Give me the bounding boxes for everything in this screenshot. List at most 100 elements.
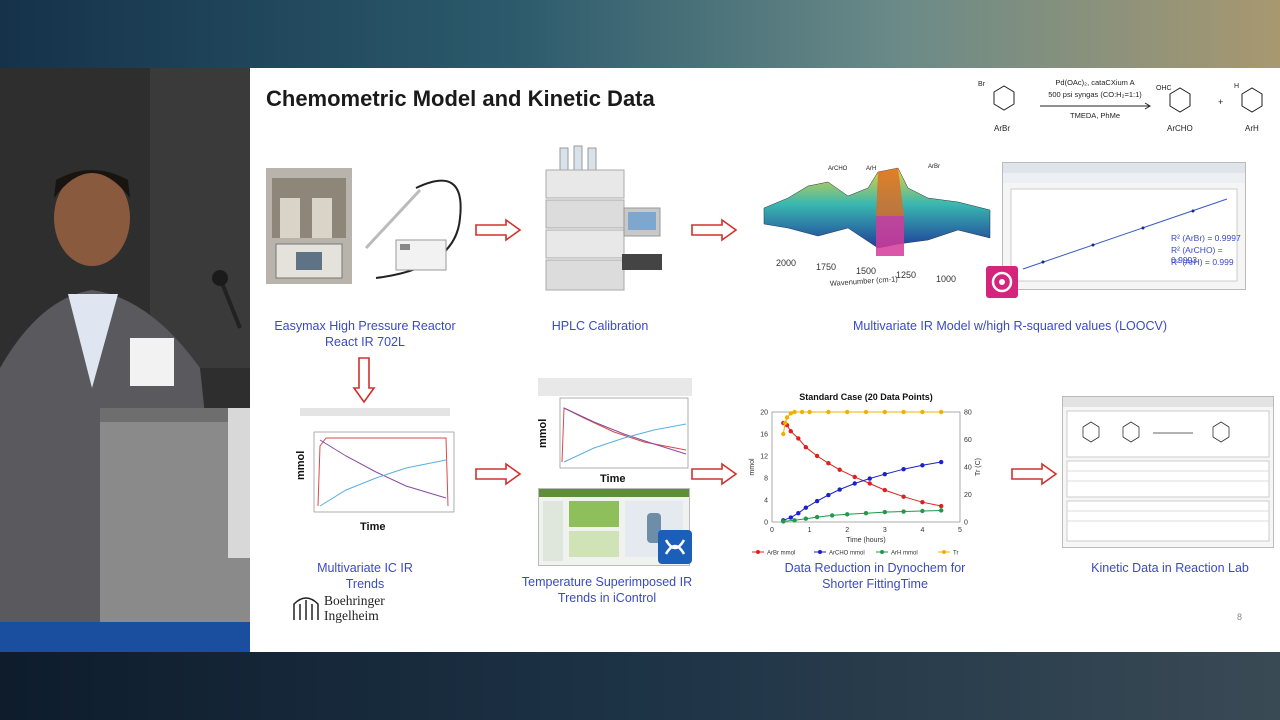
legend-marker (756, 550, 760, 554)
data-point (796, 511, 801, 516)
data-point (826, 492, 831, 498)
ir-tick-2: 1750 (816, 262, 836, 272)
y2-axis-label: Tr (C) (975, 458, 982, 476)
data-point (781, 519, 786, 524)
r2-archo: R² (ArCHO) = 0.9993 (1171, 245, 1223, 265)
data-point (845, 512, 850, 517)
data-point (845, 409, 850, 415)
reactor-photo (266, 168, 352, 284)
caption-reactor: Easymax High Pressure Reactor React IR 7… (274, 319, 456, 349)
data-point (882, 409, 887, 415)
ir-tick-3: 1500 (856, 266, 876, 276)
icontrol-xlabel: Time (600, 473, 625, 484)
company-logo-icon (293, 597, 319, 620)
data-point (829, 513, 835, 518)
ir-tick-1: 2000 (776, 258, 796, 268)
data-point (863, 409, 869, 415)
data-point (939, 459, 944, 465)
y2-tick-label: 80 (964, 410, 972, 417)
scheme-conditions-1: Pd(OAc)₂, cataCXium A (1055, 78, 1134, 87)
data-point (852, 481, 857, 486)
ir-3d-surface-plot: ArCHO ArH ArBr 2000 1750 1500 1250 1000 … (758, 158, 998, 288)
data-point (826, 460, 831, 466)
boehringer-ingelheim-logo: Boehringer Ingelheim (290, 590, 410, 626)
y2-tick-label: 20 (964, 492, 972, 499)
data-point (867, 476, 872, 481)
data-point (901, 494, 906, 499)
ir-xlabel: Wavenumber (cm-1) (830, 274, 899, 288)
caption-ic-ir: Multivariate IC IR Trends (317, 561, 413, 591)
data-point (788, 429, 793, 434)
data-point (803, 445, 809, 450)
data-point (788, 411, 793, 416)
plot-area (771, 411, 961, 523)
series-line (783, 422, 942, 507)
right-arrow-icon (691, 462, 738, 486)
data-point (920, 500, 925, 505)
chart-title: Standard Case (20 Data Points) (799, 392, 933, 402)
series-line (782, 411, 942, 435)
y-tick-label: 20 (760, 410, 768, 417)
scheme-reactant: ArBr (994, 124, 1010, 133)
data-point (920, 463, 925, 468)
data-point (867, 481, 872, 486)
reaction-lab-screenshot (1062, 396, 1274, 548)
software-logo-icon (986, 266, 1018, 298)
video-background-bottom (0, 652, 1280, 720)
data-point (803, 516, 809, 521)
data-point (814, 453, 820, 459)
x-tick-label: 4 (920, 527, 924, 534)
x-tick-label: 3 (883, 527, 887, 534)
x-tick-label: 0 (770, 527, 774, 534)
x-tick-label: 5 (958, 527, 962, 534)
scheme-conditions-2: 500 psi syngas (CO:H₂=1:1) (1048, 90, 1142, 99)
caption-dynochem: Data Reduction in Dynochem for Shorter F… (784, 561, 966, 591)
x-tick-label: 2 (845, 527, 849, 534)
data-point (788, 515, 793, 520)
icontrol-ylabel: mmol (537, 419, 549, 448)
data-point (901, 409, 906, 415)
scheme-product-2: ArH (1245, 124, 1259, 133)
down-arrow-icon (352, 357, 376, 404)
icontrol-screenshot (538, 488, 690, 566)
ir-peak-label-1: ArCHO (828, 166, 848, 172)
caption-reaction-lab: Kinetic Data in Reaction Lab (1091, 561, 1249, 575)
scheme-product-1: ArCHO (1167, 124, 1193, 133)
icontrol-logo-icon (658, 530, 692, 564)
legend-label: ArBr mmol (767, 551, 795, 557)
r2-arh: R² (ArH) = 0.999 (1171, 257, 1234, 267)
right-arrow-icon (475, 462, 522, 486)
svg-text:OHC: OHC (1156, 85, 1172, 92)
caption-ir-model: Multivariate IR Model w/high R-squared v… (852, 319, 1167, 333)
data-point (939, 508, 944, 513)
speaker-video (0, 68, 250, 652)
video-background-top (0, 0, 1280, 68)
svg-text:+: + (1218, 97, 1223, 107)
x-tick-label: 1 (808, 527, 812, 534)
data-point (882, 487, 887, 493)
data-point (784, 415, 790, 420)
y-tick-label: 4 (764, 498, 768, 505)
y-tick-label: 12 (760, 454, 768, 461)
loocv-software-screenshot: R² (ArBr) = 0.9997 R² (ArCHO) = 0.9993 R… (1002, 162, 1246, 290)
caption-hplc: HPLC Calibration (551, 319, 649, 333)
hplc-instrument-photo (540, 144, 664, 304)
right-arrow-icon (475, 218, 522, 242)
data-point (814, 498, 820, 504)
ic-ir-xlabel: Time (360, 521, 385, 533)
data-point (939, 503, 944, 509)
data-point (792, 409, 797, 415)
y-tick-label: 8 (764, 476, 768, 483)
legend-label: ArH mmol (891, 551, 918, 557)
legend-marker (880, 550, 884, 554)
data-point (939, 409, 944, 415)
data-point (837, 467, 842, 472)
data-point (882, 471, 887, 477)
ir-peak-label-3: ArBr (928, 164, 940, 170)
logo-text: Boehringer Ingelheim (324, 593, 385, 623)
data-point (792, 518, 797, 523)
right-arrow-icon (691, 218, 738, 242)
data-point (837, 487, 842, 492)
reaction-scheme: Br OHC H + ArBr Pd(OAc)₂, cataCXium A 50… (978, 78, 1263, 133)
